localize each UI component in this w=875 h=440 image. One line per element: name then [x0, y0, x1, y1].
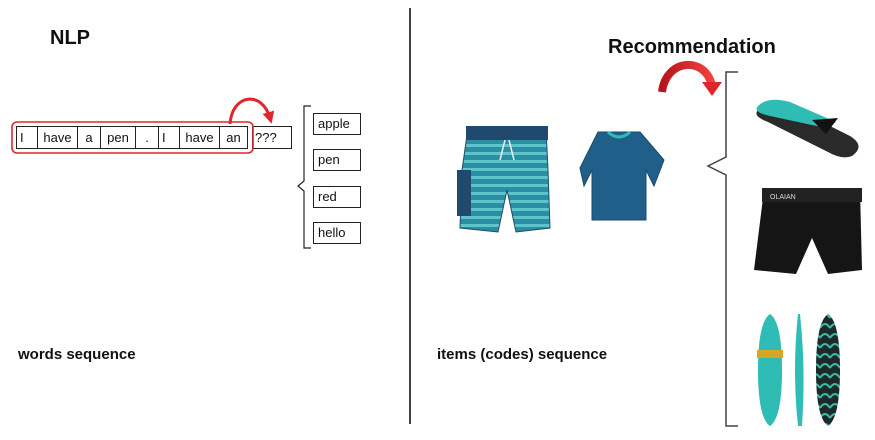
candidate-word: red	[313, 186, 361, 208]
token-unknown: ???	[252, 126, 292, 149]
nlp-title: NLP	[50, 27, 90, 49]
token: an	[219, 126, 248, 149]
item-bracket	[706, 71, 738, 427]
token: a	[77, 126, 101, 149]
rash-guard-icon	[579, 130, 665, 221]
next-item-arrowhead	[702, 82, 722, 96]
surfboards-icon	[757, 314, 840, 426]
boxer-brand-label: OLAIAN	[770, 194, 796, 201]
words-sequence-caption: words sequence	[18, 346, 136, 363]
section-divider	[409, 8, 411, 424]
next-item-arrow	[658, 60, 716, 93]
candidate-bracket	[297, 105, 311, 249]
candidate-word: apple	[313, 113, 361, 135]
candidate-word: hello	[313, 222, 361, 244]
token: pen	[100, 126, 136, 149]
recommendation-title: Recommendation	[608, 36, 776, 58]
token: have	[179, 126, 220, 149]
context-highlight	[11, 121, 254, 154]
candidate-word: pen	[313, 149, 361, 171]
next-word-arrow	[228, 97, 275, 125]
board-shorts-icon	[457, 126, 551, 233]
swim-boxer-icon	[754, 188, 862, 274]
items-sequence-caption: items (codes) sequence	[437, 346, 608, 363]
flip-flops-icon	[756, 99, 859, 158]
